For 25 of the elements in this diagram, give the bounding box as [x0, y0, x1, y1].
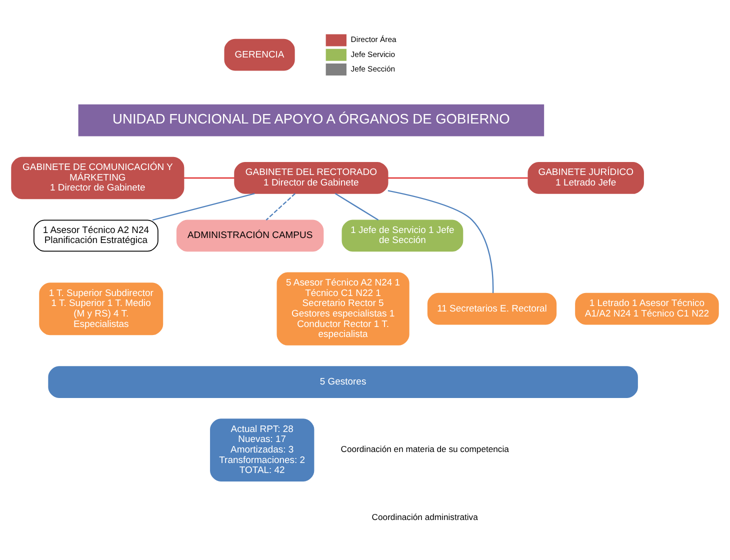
node-box: 11 Secretarios E. Rectoral [427, 292, 557, 325]
node-box: Actual RPT: 28 Nuevas: 17 Amortizadas: 3 Transformaciones: 2 TOTAL: 42 [210, 418, 314, 482]
node-box: GABINETE DEL RECTORADO 1 Director de Gabinete [234, 162, 388, 194]
legend-label: Coordinación administrativa [372, 512, 478, 522]
connector [388, 190, 494, 294]
node-box: 5 Asesor Técnico A2 N24 1 Técnico C1 N22 1 Secretario Rector 5 Gestores especialistas 1 Conductor Rector 1 T. especialista [276, 272, 410, 346]
connector [152, 192, 255, 221]
legend-label: Coordinación en materia de su competencia [340, 444, 509, 454]
node-box: 5 Gestores [48, 366, 638, 398]
legend-label: Director Área [350, 35, 396, 44]
node-box: GABINETE JURÍDICO 1 Letrado Jefe [528, 162, 644, 194]
node-box: 1 Asesor Técnico A2 N24 Planificación Estratégica [34, 220, 158, 252]
node-box: GERENCIA [224, 38, 295, 71]
connector [334, 193, 379, 221]
node-box: 1 Jefe de Servicio 1 Jefe de Sección [342, 220, 464, 252]
legend-label: Jefe Sección [350, 64, 396, 74]
connector [184, 177, 234, 179]
node-box: 1 Letrado 1 Asesor Técnico A1/A2 N24 1 Técnico C1 N22 [575, 292, 719, 325]
legend-label: Jefe Servicio [350, 50, 396, 59]
connector [388, 177, 528, 179]
node-box: 1 T. Superior Subdirector 1 T. Superior 1 T. Medio (M y RS) 4 T. Especialistas [39, 282, 164, 336]
connector [266, 193, 296, 220]
node-box: GABINETE DE COMUNICACIÓN Y MÁRKETING 1 Director de Gabinete [11, 156, 184, 200]
node-box: UNIDAD FUNCIONAL DE APOYO A ÓRGANOS DE GOBIERNO [78, 104, 544, 136]
node-box: ADMINISTRACIÓN CAMPUS [176, 220, 324, 252]
